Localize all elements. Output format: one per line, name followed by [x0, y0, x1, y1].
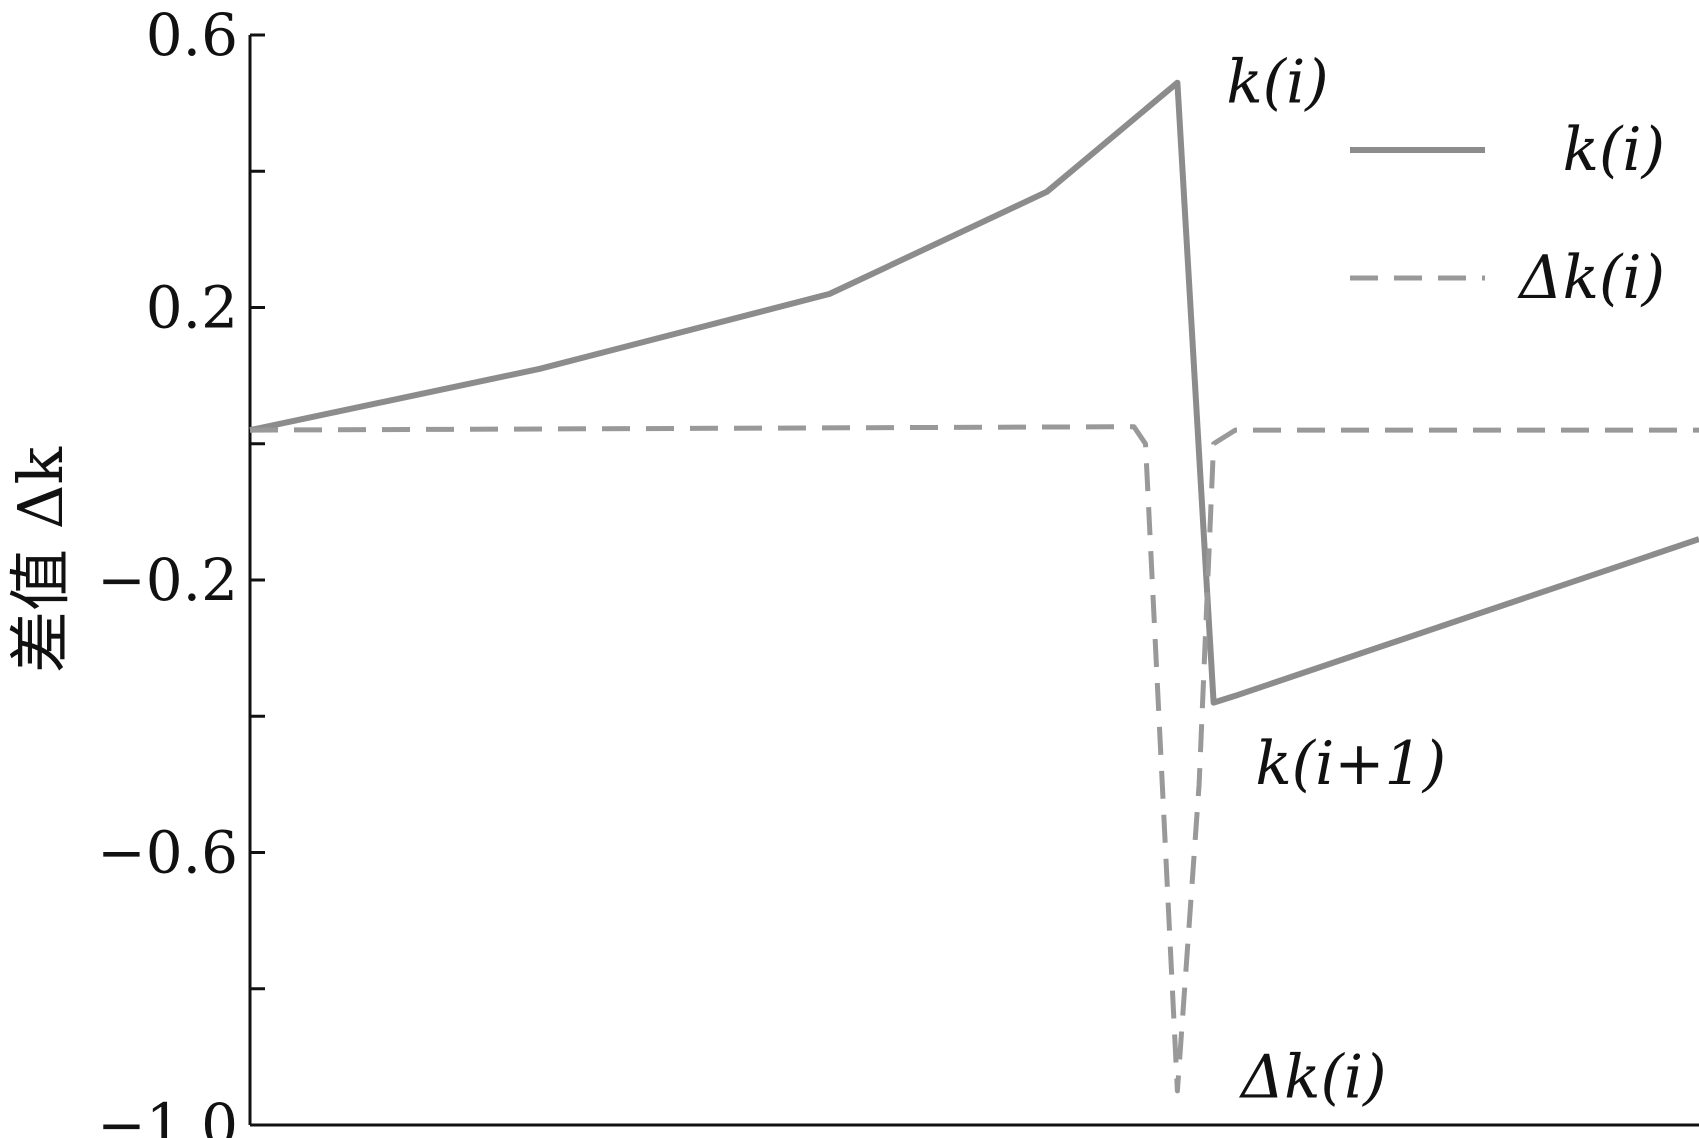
annotation-label: k(i+1) [1255, 729, 1446, 799]
series-layer [249, 79, 1699, 1094]
series-line-delta-k [249, 424, 1699, 1094]
y-axis-label: 差值 Δk [4, 447, 77, 673]
legend-label: k(i) [1563, 115, 1665, 185]
annotation-label: Δk(i) [1239, 1042, 1387, 1112]
y-tick-label: −0.6 [97, 819, 238, 887]
legend-label: Δk(i) [1517, 243, 1665, 313]
y-tick-label: 0.2 [146, 274, 238, 342]
legend: k(i) Δk(i) [1350, 115, 1665, 313]
y-tick-label: −0.2 [97, 546, 238, 614]
y-tick-label: −1.0 [97, 1091, 238, 1138]
axes: 0.6 0.2 −0.2 −0.6 −1.0 [97, 1, 1699, 1138]
annotation-layer: k(i) k(i+1) Δk(i) [1226, 48, 1446, 1113]
y-tick-label: 0.6 [146, 1, 238, 69]
series-line-k [249, 79, 1699, 706]
annotation-label: k(i) [1226, 48, 1328, 118]
